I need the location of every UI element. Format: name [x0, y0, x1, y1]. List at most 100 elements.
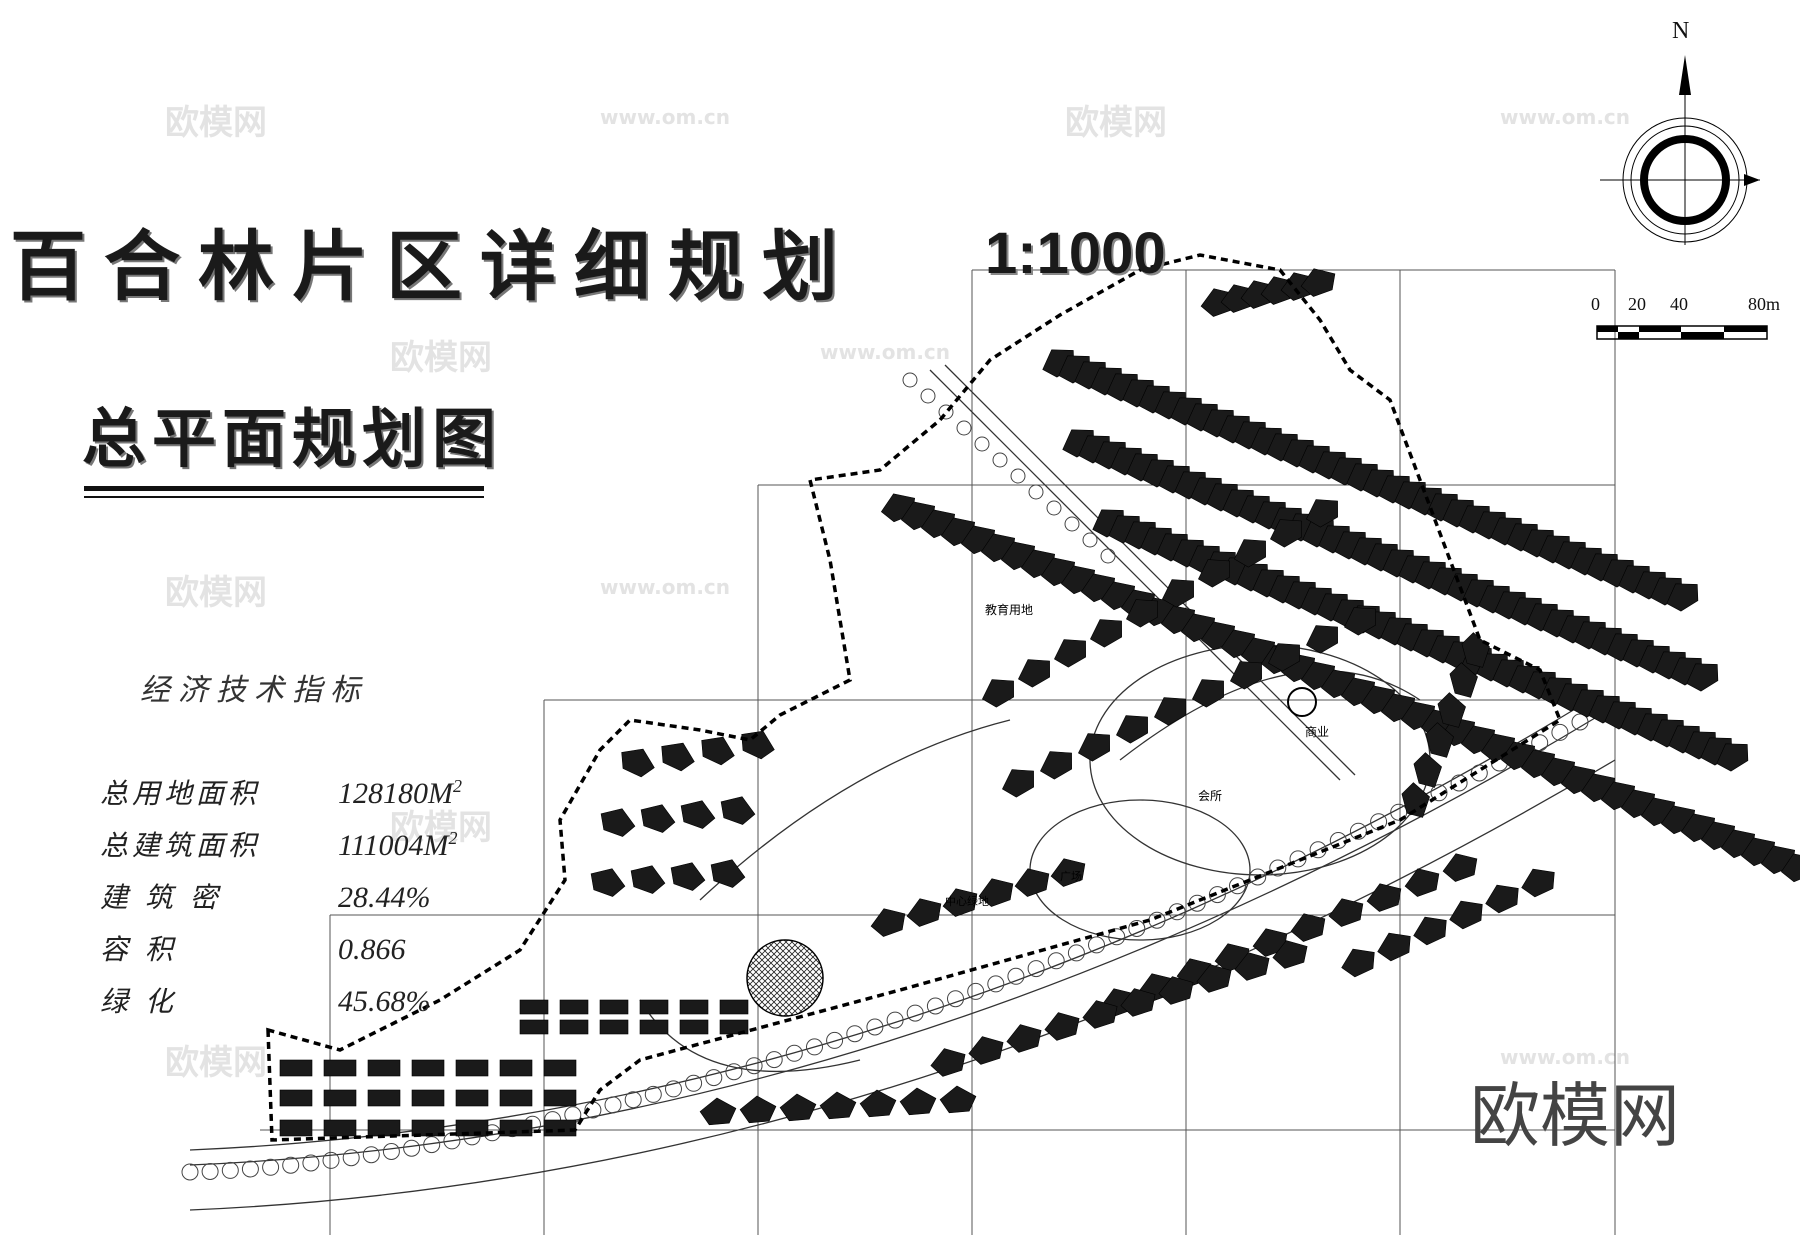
econ-value: 0.866 — [338, 933, 406, 967]
building-block — [323, 1089, 357, 1107]
building-block — [559, 999, 589, 1015]
building-block — [670, 862, 706, 891]
building-block — [1404, 868, 1440, 897]
building-block — [639, 1019, 669, 1035]
econ-value-text: 45.68% — [338, 985, 431, 1018]
econ-value-text: 0.866 — [338, 933, 406, 966]
tree-symbol — [1027, 960, 1045, 978]
tree-symbol — [967, 982, 985, 1000]
tree-symbol — [1007, 967, 1025, 985]
tree-symbol — [1269, 859, 1287, 877]
tree-symbol — [902, 372, 918, 388]
building-block — [455, 1089, 489, 1107]
north-arrow-compass — [1600, 55, 1760, 245]
building-block — [1449, 900, 1483, 930]
building-block — [1054, 639, 1086, 668]
building-block — [1341, 948, 1375, 978]
econ-row: 绿 化 45.68% — [100, 980, 431, 1020]
building-block — [1120, 988, 1156, 1017]
building-block — [1082, 1000, 1118, 1029]
tree-symbol — [725, 1063, 743, 1081]
watermark-brand: 欧模网 — [165, 103, 267, 143]
tree-symbol — [302, 1154, 320, 1172]
tree-symbol — [1088, 936, 1105, 954]
watermark-url: www.om.cn — [820, 340, 951, 364]
building-block — [639, 999, 669, 1015]
north-label: N — [1672, 18, 1690, 44]
building-block — [621, 748, 655, 778]
building-block — [1050, 858, 1086, 887]
map-label-edu: 教育用地 — [985, 602, 1033, 617]
econ-value-text: 28.44% — [338, 881, 431, 914]
tree-symbol — [201, 1163, 219, 1180]
building-block — [942, 888, 978, 917]
building-block — [680, 800, 716, 829]
building-block — [367, 1059, 401, 1077]
scale-bar — [1596, 325, 1768, 340]
tree-symbol — [1208, 886, 1226, 904]
scale-tick-label: 20 — [1628, 294, 1646, 314]
building-block — [1234, 952, 1270, 981]
building-block — [1018, 659, 1050, 688]
tree-symbol — [403, 1139, 421, 1157]
building-block — [1270, 519, 1302, 548]
tree-symbol — [1470, 764, 1488, 782]
tree-symbol — [866, 1018, 884, 1036]
building-block — [455, 1119, 489, 1137]
scale-tick-label: 0 — [1591, 294, 1600, 314]
building-block — [1413, 916, 1447, 946]
econ-label: 总建筑面积 — [100, 829, 261, 862]
tree-symbol — [1128, 920, 1146, 937]
tree-symbol — [1028, 484, 1044, 500]
building-block — [519, 999, 549, 1015]
building-block — [701, 736, 735, 766]
building-block — [1344, 607, 1376, 636]
building-block — [982, 679, 1014, 708]
econ-value: 128180M2 — [338, 776, 462, 811]
building-block — [710, 859, 746, 888]
building-block — [411, 1089, 445, 1107]
watermark-url: www.om.cn — [1500, 1045, 1631, 1069]
tree-symbol — [282, 1156, 300, 1174]
building-block — [699, 1097, 737, 1126]
building-block — [1666, 583, 1699, 612]
site-boundary — [266, 253, 1563, 1142]
tree-symbol — [1551, 723, 1569, 741]
building-block — [1425, 722, 1454, 758]
building-block — [279, 1119, 313, 1137]
econ-label: 绿 化 — [100, 985, 177, 1018]
watermark-brand: 欧模网 — [1065, 103, 1167, 143]
tree-symbol — [1010, 468, 1026, 484]
building-block — [279, 1059, 313, 1077]
building-block — [1300, 268, 1336, 297]
tree-symbol — [992, 452, 1008, 468]
econ-row: 总建筑面积 111004M2 — [100, 824, 458, 864]
tree-symbol — [906, 1004, 924, 1022]
watermark-brand: 欧模网 — [165, 1043, 267, 1083]
tree-symbol — [765, 1051, 783, 1069]
econ-value: 111004M2 — [338, 828, 458, 863]
building-block — [739, 1095, 777, 1124]
watermark-brand: 欧模网 — [390, 808, 492, 848]
building-block — [499, 1059, 533, 1077]
watermark-brand: 欧模网 — [390, 338, 492, 378]
page-subtitle: 总平面规划图 — [82, 402, 502, 477]
tree-symbol — [705, 1069, 723, 1087]
building-block — [1272, 940, 1308, 969]
building-block — [367, 1119, 401, 1137]
econ-heading: 经济技术指标 — [140, 673, 368, 708]
tree-symbol — [1229, 877, 1246, 895]
watermark-url: www.om.cn — [600, 105, 731, 129]
map-label-club: 会所 — [1198, 789, 1222, 803]
building-block — [1306, 625, 1338, 654]
landmark-circle — [1287, 687, 1317, 717]
road-line — [699, 719, 1011, 901]
building-block — [1485, 884, 1519, 914]
building-block — [968, 1036, 1004, 1065]
tree-symbol — [1249, 868, 1267, 886]
building-block — [1413, 752, 1442, 788]
tree-symbol — [382, 1143, 400, 1160]
building-block — [1449, 662, 1478, 698]
tree-symbol — [1571, 713, 1589, 731]
building-block — [1716, 743, 1749, 772]
